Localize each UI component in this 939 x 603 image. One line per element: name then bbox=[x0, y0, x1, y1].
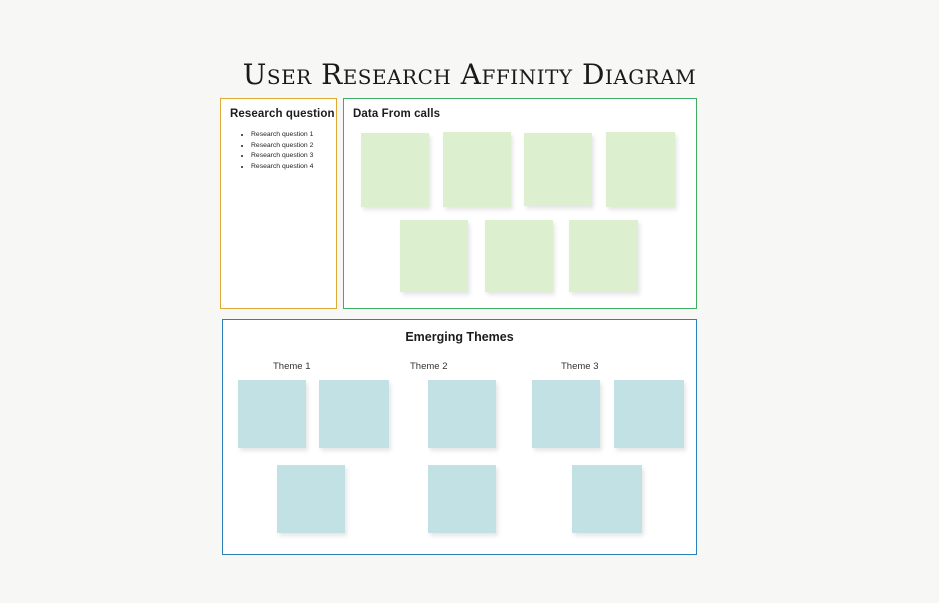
sticky-note-data[interactable] bbox=[524, 133, 592, 206]
list-item: Research question 4 bbox=[251, 162, 313, 173]
sticky-note-theme[interactable] bbox=[319, 380, 389, 448]
list-item: Research question 1 bbox=[251, 130, 313, 141]
sticky-note-theme[interactable] bbox=[614, 380, 684, 448]
sticky-note-theme[interactable] bbox=[428, 380, 496, 448]
theme-label-1: Theme 1 bbox=[273, 361, 311, 372]
research-question-heading: Research question bbox=[230, 108, 335, 120]
sticky-note-data[interactable] bbox=[400, 220, 468, 292]
sticky-note-data[interactable] bbox=[606, 132, 675, 207]
theme-label-3: Theme 3 bbox=[561, 361, 599, 372]
sticky-note-data[interactable] bbox=[569, 220, 638, 292]
sticky-note-theme[interactable] bbox=[277, 465, 345, 533]
list-item: Research question 3 bbox=[251, 151, 313, 162]
sticky-note-data[interactable] bbox=[485, 220, 553, 292]
sticky-note-theme[interactable] bbox=[238, 380, 306, 448]
sticky-note-data[interactable] bbox=[443, 132, 511, 207]
sticky-note-theme[interactable] bbox=[428, 465, 496, 533]
research-question-panel[interactable]: Research question Research question 1 Re… bbox=[220, 98, 337, 309]
sticky-note-theme[interactable] bbox=[532, 380, 600, 448]
data-from-calls-heading: Data From calls bbox=[353, 108, 441, 120]
list-item: Research question 2 bbox=[251, 141, 313, 152]
sticky-note-theme[interactable] bbox=[572, 465, 642, 533]
sticky-note-data[interactable] bbox=[361, 133, 429, 207]
emerging-themes-title: Emerging Themes bbox=[405, 330, 514, 344]
page-title: User Research Affinity Diagram bbox=[242, 58, 697, 91]
research-question-list: Research question 1 Research question 2 … bbox=[235, 130, 313, 172]
theme-label-2: Theme 2 bbox=[410, 361, 448, 372]
